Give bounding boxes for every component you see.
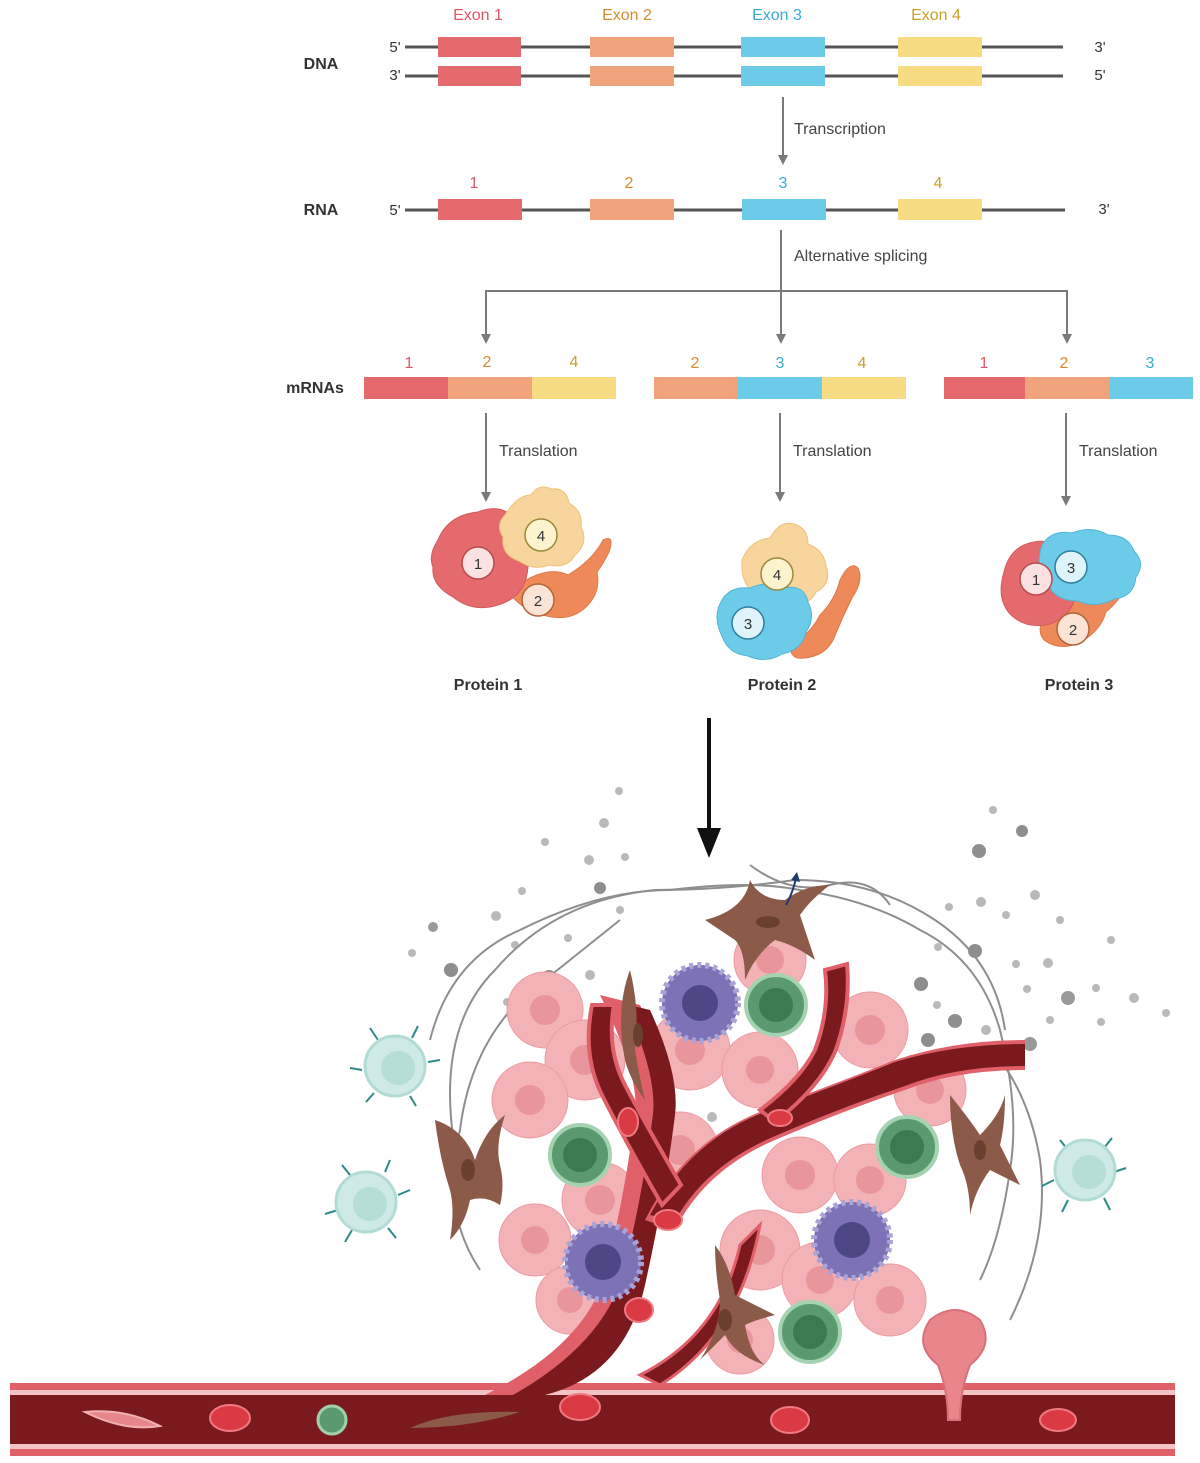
mrna-1-exon-a: 1 <box>405 355 414 372</box>
rna-exon-3-number: 3 <box>779 175 788 192</box>
dna-exon-1-top <box>438 37 521 57</box>
t-cell-3 <box>1041 1137 1127 1213</box>
mrna-3-exon-a: 1 <box>980 355 989 372</box>
rna-right-end: 3' <box>1098 201 1109 218</box>
rna-exon-4-number: 4 <box>934 175 943 192</box>
dna-exon-4-bottom <box>898 66 982 86</box>
dna-label: DNA <box>304 56 339 73</box>
dna-top-left-end: 5' <box>389 39 400 56</box>
protein-2-name: Protein 2 <box>748 677 817 694</box>
mrna-1-exon-c: 4 <box>570 354 579 371</box>
dna-bottom-right-end: 5' <box>1094 67 1105 84</box>
dna-exon-4-label: Exon 4 <box>911 7 961 24</box>
tumor-microenvironment-illustration <box>10 787 1175 1456</box>
t-cell-1 <box>349 1025 441 1107</box>
dna-exons <box>438 37 982 86</box>
dna-bottom-left-end: 3' <box>389 67 400 84</box>
rna-exon-2-number: 2 <box>625 175 634 192</box>
protein-1-domain-1 <box>461 546 495 580</box>
protein-3-name: Protein 3 <box>1045 677 1114 694</box>
fibroblasts <box>435 880 1020 1365</box>
rna-exon-1 <box>438 199 522 220</box>
mrna-variant-1: 1 2 4 <box>364 354 616 399</box>
rna-exon-4 <box>898 199 982 220</box>
protein-1-domain-4 <box>524 518 558 552</box>
translation-label-2: Translation <box>793 443 872 460</box>
dna-exon-3-label: Exon 3 <box>752 7 802 24</box>
dna-exon-1-bottom <box>438 66 521 86</box>
mrna-variant-3: 1 2 3 <box>944 355 1193 399</box>
intravasating-tumor-cell <box>922 1309 987 1421</box>
dna-section: DNA 5' 3' 3' 5' Exon 1 Exon 2 Exon 3 Exo… <box>304 7 1106 86</box>
mrna-3-exon-b: 2 <box>1060 355 1069 372</box>
vessel-circulating-cell <box>81 1410 164 1429</box>
protein-1-name: Protein 1 <box>454 677 523 694</box>
t-cells <box>324 1025 1127 1243</box>
mrna-1-exon-b: 2 <box>483 354 492 371</box>
vessel-fibroblast <box>410 1411 520 1428</box>
mrna-2-exon-b: 3 <box>776 355 785 372</box>
protein-3-domain-2-label: 2 <box>1069 622 1077 639</box>
splicing-arrows <box>481 230 1072 344</box>
dna-exon-1-label: Exon 1 <box>453 7 503 24</box>
mrna-variant-2: 2 3 4 <box>654 355 906 399</box>
dna-exon-3-bottom <box>741 66 825 86</box>
protein-2-domain-4 <box>760 557 794 591</box>
protein-1: 1 4 2 Protein 1 <box>430 486 612 694</box>
splicing-label: Alternative splicing <box>794 248 927 265</box>
protein-1-domain-1-label: 1 <box>474 556 482 573</box>
protein-3-domain-1 <box>1019 562 1053 596</box>
mrna-2-exon-c: 4 <box>858 355 867 372</box>
protein-2-domain-3-label: 3 <box>744 616 752 633</box>
protein-3-domain-3 <box>1054 550 1088 584</box>
protein-3: 1 3 2 Protein 3 <box>1000 529 1141 694</box>
rna-left-end: 5' <box>389 202 400 219</box>
protein-3-domain-1-label: 1 <box>1032 572 1040 589</box>
protein-3-domain-3-label: 3 <box>1067 560 1075 577</box>
mrna-section: mRNAs 1 2 4 2 3 4 1 2 3 <box>286 354 1193 399</box>
dna-exon-3-top <box>741 37 825 57</box>
dna-exon-2-bottom <box>590 66 674 86</box>
protein-1-domain-4-label: 4 <box>537 528 545 545</box>
protein-2: 4 3 Protein 2 <box>716 522 861 694</box>
dna-top-right-end: 3' <box>1094 39 1105 56</box>
mrna-2-exon-a: 2 <box>691 355 700 372</box>
t-cell-2 <box>324 1159 411 1243</box>
rna-section: RNA 5' 3' 1 2 3 4 <box>304 175 1110 220</box>
protein-2-domain-4-label: 4 <box>773 567 781 584</box>
vessel-lymphocyte <box>316 1404 348 1436</box>
protein-3-domain-2 <box>1056 612 1090 646</box>
protein-2-domain-3 <box>731 606 765 640</box>
lymphocytes <box>548 973 939 1364</box>
translation-label-3: Translation <box>1079 443 1158 460</box>
protein-1-domain-2-label: 2 <box>534 593 542 610</box>
mrna-3-exon-c: 3 <box>1146 355 1155 372</box>
transcription-label: Transcription <box>794 121 886 138</box>
blood-vessel <box>10 961 1175 1456</box>
dna-exon-4-top <box>898 37 982 57</box>
mrnas-label: mRNAs <box>286 380 344 397</box>
dna-exon-2-top <box>590 37 674 57</box>
rna-exon-1-number: 1 <box>470 175 479 192</box>
macrophages <box>562 962 893 1303</box>
main-down-arrow <box>697 718 721 858</box>
protein-1-domain-2 <box>521 583 555 617</box>
rna-label: RNA <box>304 202 339 219</box>
translation-arrows <box>481 413 1071 506</box>
dna-exon-2-label: Exon 2 <box>602 7 652 24</box>
rna-exon-3 <box>742 199 826 220</box>
translation-label-1: Translation <box>499 443 578 460</box>
rna-exon-2 <box>590 199 674 220</box>
